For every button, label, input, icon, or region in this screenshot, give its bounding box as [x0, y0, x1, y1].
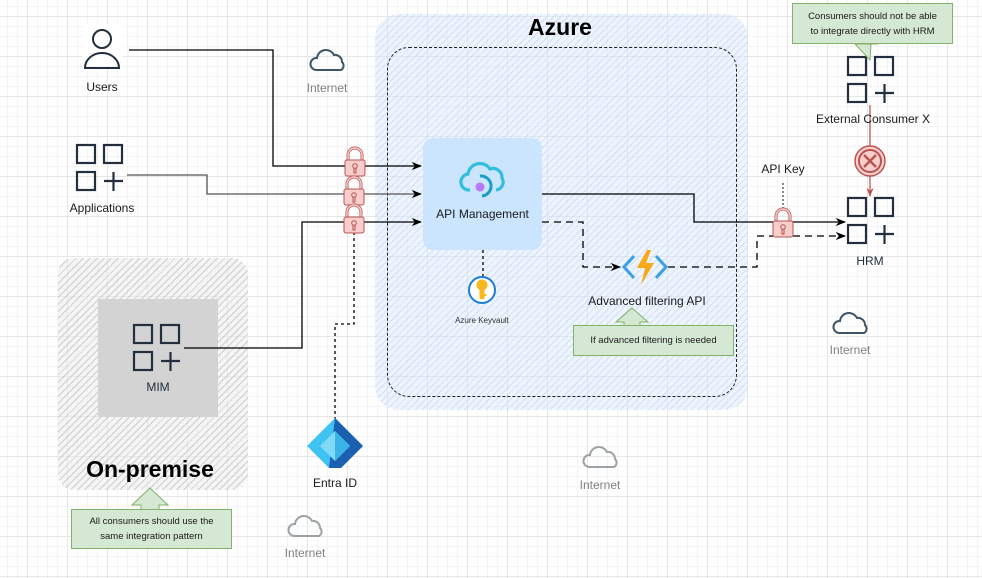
- internet-label: Internet: [579, 478, 621, 492]
- advanced-filtering-note: If advanced filtering is needed: [573, 325, 734, 356]
- cloud-icon: [287, 515, 323, 537]
- azure-zone-title: Azure: [528, 14, 592, 40]
- lock-icon: [771, 207, 795, 239]
- note-pointer: [614, 307, 650, 327]
- cloud-icon: [832, 312, 868, 334]
- api-management-icon: [459, 161, 505, 198]
- note-line: Consumers should not be able: [808, 10, 937, 22]
- entra-id-icon: [307, 418, 363, 468]
- note-line: to integrate directly with HRM: [810, 25, 935, 37]
- lock-icon: [342, 175, 366, 207]
- azure-zone: [375, 14, 748, 410]
- external-consumer-icon: [846, 55, 896, 105]
- edge-filtering-hrm: [668, 231, 847, 268]
- keyvault-label: Azure Keyvault: [455, 316, 509, 325]
- entra-id-label: Entra ID: [312, 476, 357, 490]
- onprem-zone-title: On-premise: [86, 456, 214, 482]
- cloud-icon: [582, 446, 618, 468]
- note-line: If advanced filtering is needed: [590, 335, 717, 346]
- internet-label: Internet: [284, 546, 326, 560]
- mim-label: MIM: [146, 380, 170, 394]
- edge-users-apim: [129, 49, 423, 171]
- cloud-icon: [309, 49, 345, 71]
- applications-icon: [75, 143, 125, 193]
- users-label: Users: [86, 80, 118, 94]
- onprem-note: All consumers should use the same integr…: [71, 509, 232, 549]
- external-consumer-label: External Consumer X: [815, 112, 931, 126]
- edge-mim-apim: [184, 217, 423, 349]
- api-key-label: API Key: [761, 162, 805, 176]
- lock-icon: [342, 203, 366, 235]
- internet-label: Internet: [306, 81, 348, 95]
- advanced-filtering-label: Advanced filtering API: [588, 294, 706, 308]
- lock-icon: [343, 146, 367, 178]
- note-line: All consumers should use the: [89, 516, 214, 527]
- mim-node[interactable]: [98, 299, 218, 417]
- note-pointer: [130, 487, 170, 511]
- api-management-label: API Management: [436, 207, 529, 221]
- applications-label: Applications: [69, 201, 135, 215]
- external-consumer-note: Consumers should not be able to integrat…: [792, 3, 953, 44]
- blocked-icon: [854, 145, 886, 177]
- keyvault-icon: [468, 276, 496, 304]
- api-management-node[interactable]: [423, 138, 542, 250]
- edge-apim-hrm: [542, 193, 847, 227]
- user-icon: [83, 24, 123, 69]
- edge-applications-apim: [127, 174, 423, 199]
- note-pointer: [853, 43, 878, 62]
- edge-entra-lock: [334, 228, 355, 420]
- internet-label: Internet: [829, 343, 871, 357]
- edge-apim-filtering: [542, 221, 622, 272]
- note-line: same integration pattern: [100, 531, 203, 542]
- mim-icon: [132, 323, 182, 373]
- hrm-label: HRM: [856, 254, 884, 268]
- function-icon: [621, 250, 669, 285]
- hrm-icon: [846, 196, 896, 246]
